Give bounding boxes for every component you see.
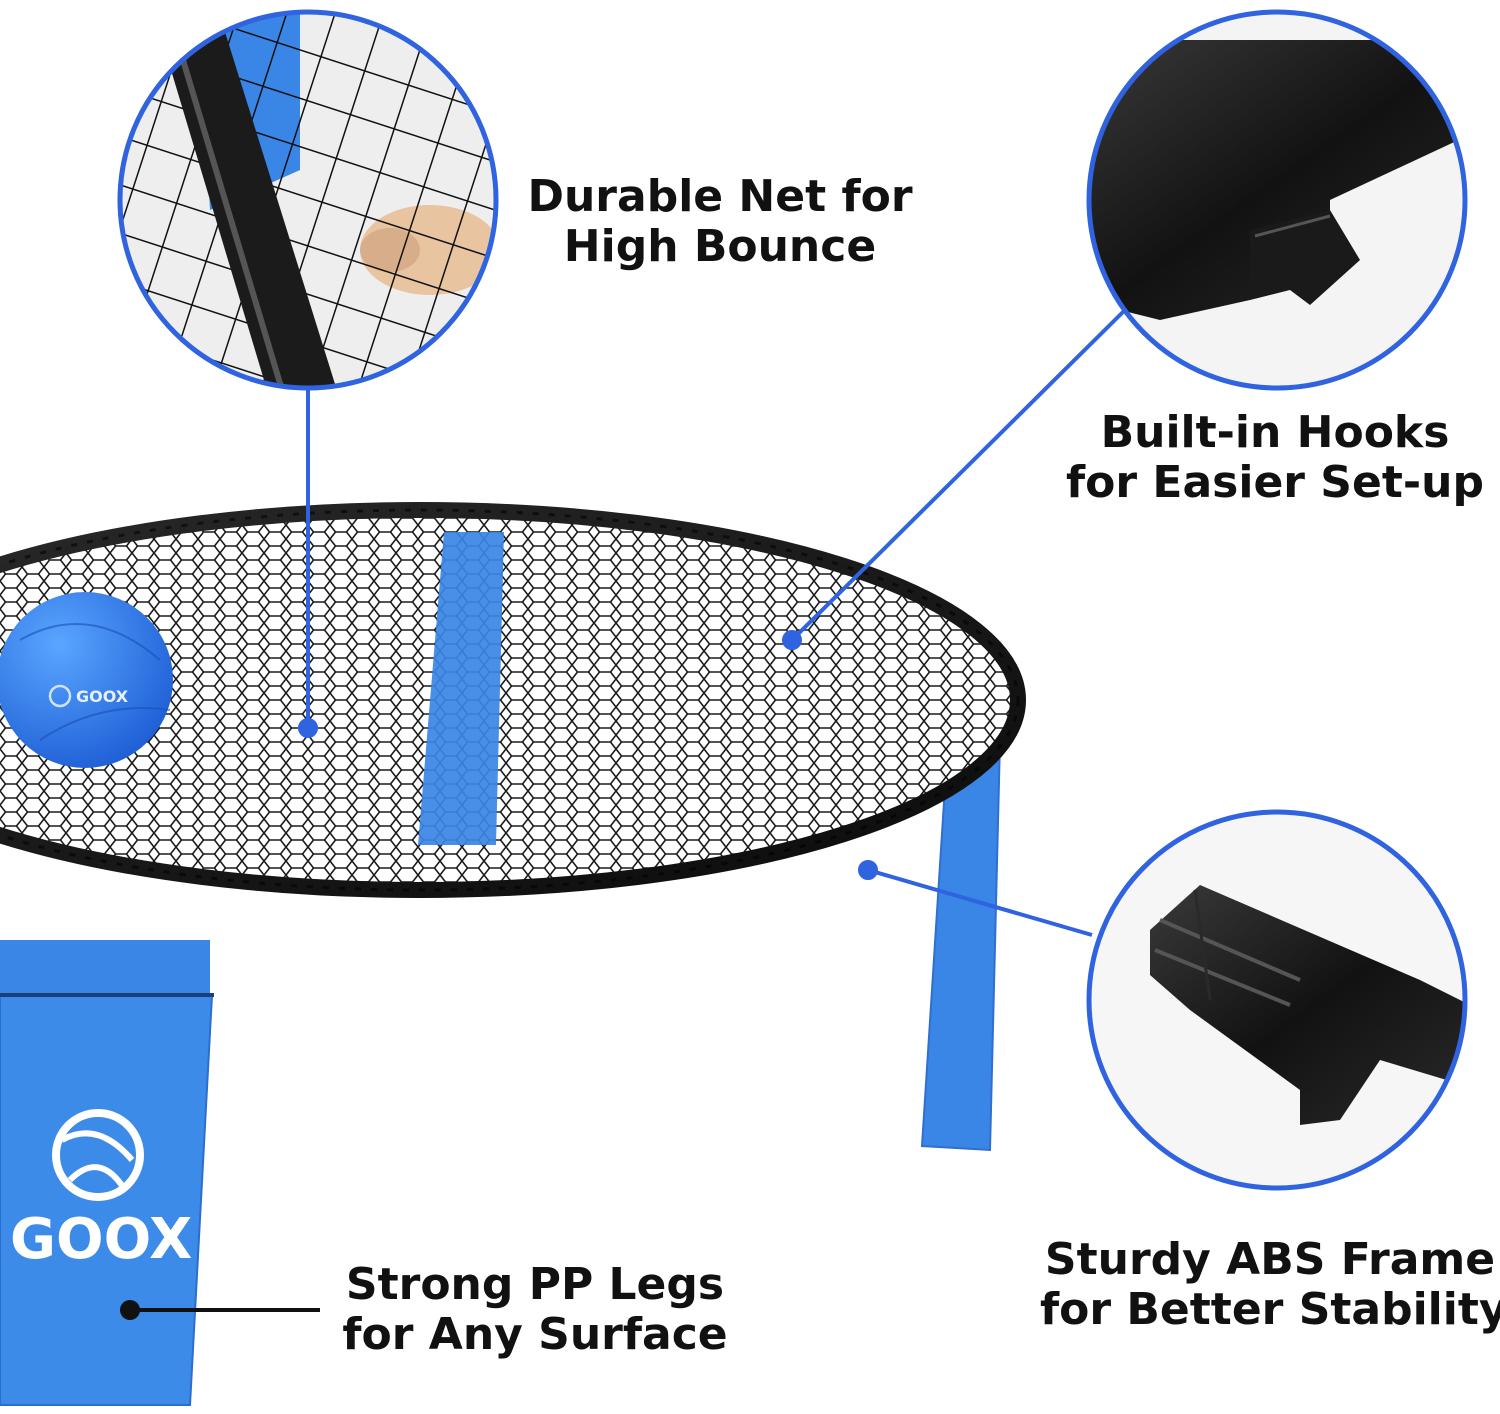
ball-logo-text: GOOX	[76, 687, 129, 706]
goox-logo-icon	[52, 1109, 144, 1201]
feature-net-caption: Durable Net for High Bounce	[520, 172, 920, 272]
frame-connector	[867, 868, 1093, 937]
feature-legs-line2: for Any Surface	[342, 1309, 728, 1360]
feature-legs-caption: Strong PP Legs for Any Surface	[330, 1260, 740, 1360]
frame-joint-closeup-image	[1086, 809, 1468, 1191]
feature-net-line1: Durable Net for	[527, 171, 913, 222]
front-leg: GOOX	[0, 940, 214, 1406]
feature-hooks-line1: Built-in Hooks	[1100, 407, 1450, 458]
feature-frame-line1: Sturdy ABS Frame	[1044, 1234, 1496, 1285]
net-strap	[418, 532, 504, 845]
feature-frame-caption: Sturdy ABS Frame for Better Stability	[1040, 1235, 1500, 1335]
feature-legs-line1: Strong PP Legs	[345, 1259, 725, 1310]
connectors	[298, 308, 1127, 937]
net-closeup-image	[117, 9, 499, 391]
feature-net-line2: High Bounce	[563, 221, 877, 272]
hooks-connector	[790, 308, 1127, 642]
feature-hooks-caption: Built-in Hooks for Easier Set-up	[1050, 408, 1500, 508]
feature-frame-line2: for Better Stability	[1040, 1284, 1500, 1335]
roundnet-set: GOOX GOOX	[0, 502, 1026, 1406]
legs-connector	[120, 1300, 320, 1320]
hook-closeup-image	[1086, 9, 1468, 391]
feature-hooks-line2: for Easier Set-up	[1066, 457, 1484, 508]
leg-logo-text: GOOX	[10, 1207, 192, 1272]
ball-image: GOOX	[0, 592, 173, 768]
